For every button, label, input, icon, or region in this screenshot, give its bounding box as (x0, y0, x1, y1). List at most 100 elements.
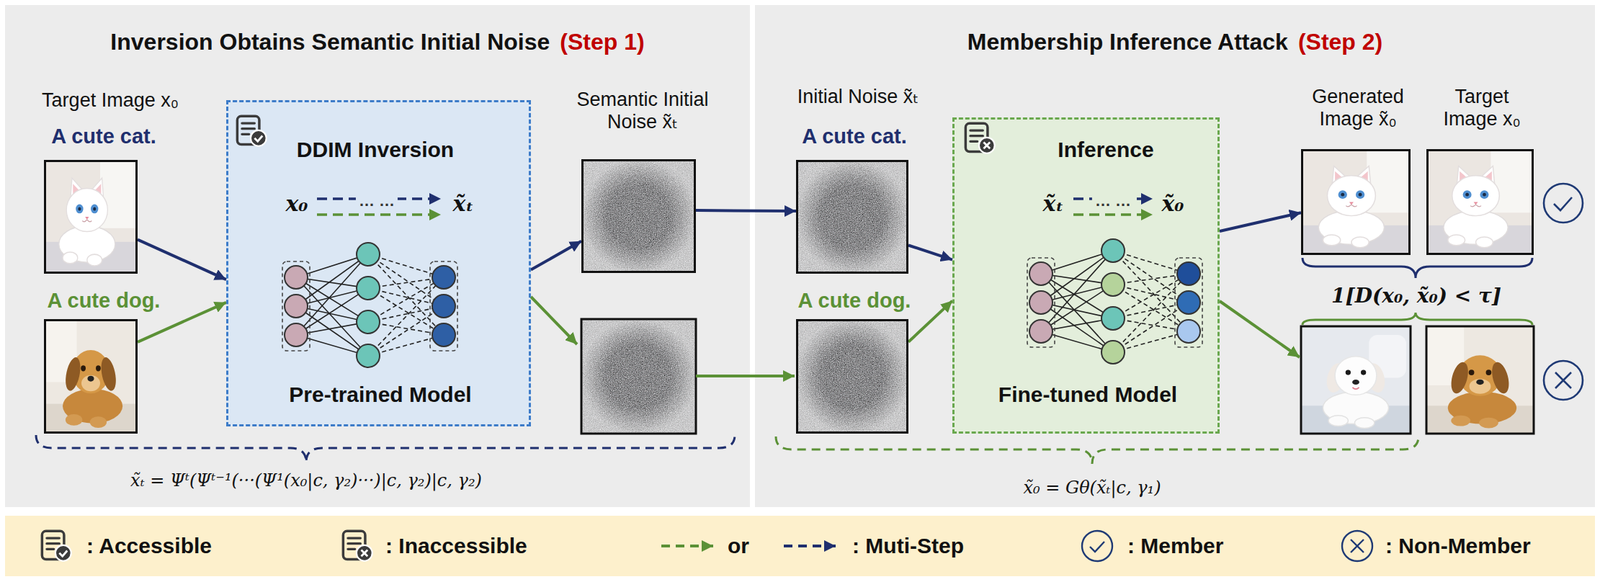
text-anchor: A cute dog. (798, 288, 912, 313)
image-caption: Generated Image x̃₀ (1293, 85, 1423, 131)
prompt-text: A cute cat. (801, 124, 907, 149)
model-box: InferenceFine-tuned Model (952, 117, 1220, 434)
flow-arrow (908, 301, 953, 343)
box-title: Inference (1057, 137, 1154, 163)
prompt-text: A cute dog. (47, 288, 161, 313)
legend-text: : Member (1127, 533, 1224, 560)
legend-band (5, 515, 1595, 577)
legend-symbol (1350, 539, 1364, 553)
math-symbol: x̃₀ (1158, 191, 1187, 217)
text-anchor: Target Image x₀ (1427, 85, 1536, 131)
image-caption: Semantic Initial Noise x̃ₜ (552, 88, 733, 134)
photo (1426, 326, 1534, 434)
step-panel: Inversion Obtains Semantic Initial Noise… (5, 5, 750, 508)
text-anchor: … … (355, 191, 398, 210)
image-caption: Target Image x₀ (1427, 85, 1536, 131)
brace (36, 435, 735, 463)
text-anchor: Initial Noise x̃ₜ (797, 85, 920, 109)
text-anchor: DDIM Inversion (296, 137, 454, 163)
legend-item: : Member (1127, 533, 1224, 560)
flow-arrow (908, 245, 953, 261)
prompt-text: A cute cat. (51, 124, 157, 149)
legend-symbol (1082, 530, 1113, 562)
panel-ground (754, 5, 1595, 508)
multi-step-arrow (316, 198, 1153, 215)
image-caption: Target Image x₀ (41, 89, 179, 112)
text-anchor: x₀ (282, 191, 311, 217)
text-anchor: Pre-trained Model (288, 382, 472, 408)
photo (1301, 326, 1411, 434)
legend-symbol (1089, 541, 1105, 552)
text-anchor: x̃ₜ = Ψᵗ(Ψᵗ⁻¹(···(Ψ¹(x₀|c, γ₂)···)|c, γ₂… (127, 471, 485, 492)
image-box: A cute dog. (43, 319, 138, 434)
box-title: DDIM Inversion (296, 137, 454, 163)
flow-arrow (530, 296, 578, 345)
photo (43, 159, 138, 274)
step-tag: (Step 1) (559, 28, 645, 56)
photo (43, 149, 1534, 434)
photo (43, 319, 138, 434)
text-anchor: x̃ₜ (449, 191, 477, 217)
model-name: Fine-tuned Model (998, 382, 1178, 408)
text-anchor: Generated Image x̃₀ (1293, 85, 1423, 131)
math-symbol: x̃ₜ (449, 191, 477, 217)
heading-row: Inversion Obtains Semantic Initial Noise… (5, 28, 750, 56)
result-mark (1543, 183, 1583, 400)
photo (1301, 326, 1411, 434)
flow-arrow (695, 210, 797, 212)
formula: x̃₀ = Gθ(x̃ₜ|c, γ₁) (1020, 478, 1164, 499)
noise-image (581, 159, 696, 274)
math-symbol: x̃ₜ (1039, 191, 1067, 217)
noise-box: A cute dog. (796, 319, 909, 434)
legend-text: : Non-Member (1385, 533, 1531, 560)
noise-image (581, 319, 696, 434)
math-symbol: x₀ (282, 191, 311, 217)
panel-ground (5, 5, 750, 508)
image-box: Generated Image x̃₀ (1301, 149, 1411, 256)
legend-item: : Accessible (86, 533, 212, 560)
brace (775, 436, 1419, 464)
flow-arrow (695, 374, 795, 378)
prompt-text: A cute dog. (798, 288, 912, 313)
legend-item: : Inaccessible (385, 533, 528, 560)
legend-text: : Inaccessible (385, 533, 528, 560)
image-caption: Initial Noise x̃ₜ (797, 85, 920, 109)
panel-title: Membership Inference Attack (967, 28, 1289, 56)
result-mark (1555, 372, 1572, 389)
brace (1302, 257, 1533, 279)
flow-arrow (137, 239, 227, 281)
text-anchor: Semantic Initial Noise x̃ₜ (552, 88, 733, 134)
legend-symbol (661, 544, 714, 548)
brace (36, 257, 1533, 464)
step-panel: Membership Inference Attack (Step 2) Initi… (754, 5, 1595, 508)
step-dots: … … (355, 191, 398, 210)
text-anchor: Fine-tuned Model (998, 382, 1178, 408)
multi-step-arrow (316, 213, 441, 217)
noise-box: Initial Noise x̃ₜA cute cat. (796, 159, 909, 274)
legend-text: : Muti-Step (852, 533, 964, 560)
result-mark (1543, 360, 1583, 400)
step-dots: … … (1092, 191, 1134, 210)
noise-image (581, 319, 696, 434)
network-icon (282, 242, 458, 368)
text-anchor: x̃ₜ (1039, 191, 1067, 217)
result-mark (1543, 183, 1583, 223)
flow-arrow (1219, 212, 1302, 232)
legend-symbol (342, 530, 372, 561)
noise-image (796, 319, 909, 434)
text-anchor: A cute cat. (51, 124, 157, 149)
flow-arrow (530, 296, 1300, 377)
text-anchor: or (724, 533, 753, 560)
photo (1426, 149, 1534, 256)
formula: x̃ₜ = Ψᵗ(Ψᵗ⁻¹(···(Ψ¹(x₀|c, γ₂)···)|c, γ₂… (127, 471, 485, 492)
text-anchor: x̃₀ = Gθ(x̃ₜ|c, γ₁) (1020, 478, 1164, 499)
brace (1302, 312, 1533, 325)
legend-symbol (1342, 530, 1373, 562)
legend-word: or (724, 533, 753, 560)
legend-symbol (41, 530, 1373, 562)
step-tag: (Step 2) (1298, 28, 1383, 56)
legend-text: : Accessible (86, 533, 212, 560)
text-anchor: Target Image x₀ (41, 89, 179, 112)
text-anchor: A cute cat. (801, 124, 907, 149)
